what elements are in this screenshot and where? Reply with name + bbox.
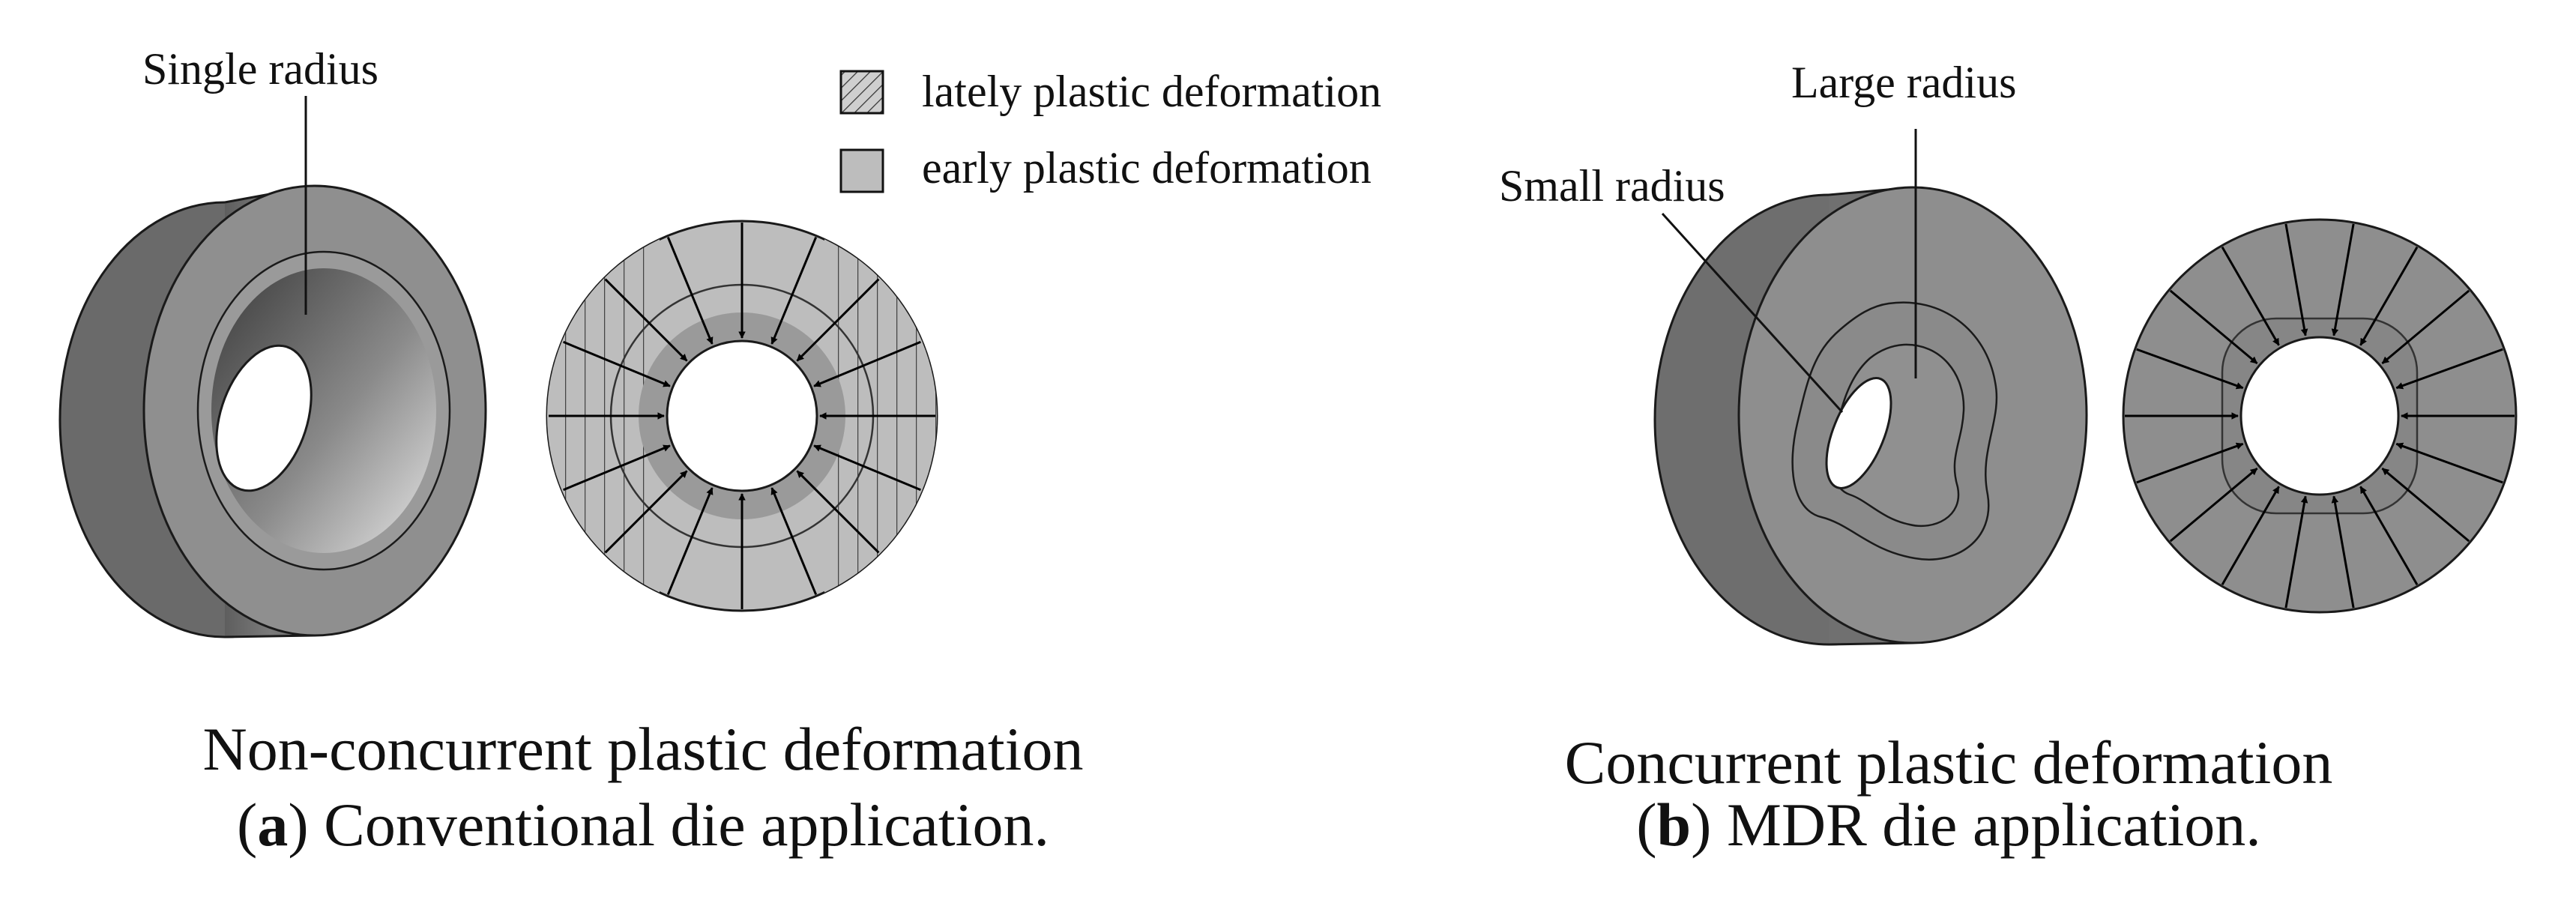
pressure-arrow: [604, 470, 688, 554]
pressure-arrow: [770, 237, 818, 345]
section-b-bore: [2239, 336, 2400, 496]
pressure-arrow: [2284, 495, 2308, 608]
pressure-arrow: [2359, 486, 2419, 585]
caption-a-text: Conventional die application.: [309, 791, 1049, 859]
pressure-arrow: [2381, 289, 2470, 365]
caption-b-text: MDR die application.: [1711, 791, 2260, 859]
section-a-bore: [666, 339, 818, 492]
pressure-arrow: [2331, 495, 2355, 608]
die-a-hole: [215, 344, 313, 492]
legend-label-lately: lately plastic deformation: [922, 67, 1381, 116]
pressure-arrow: [2221, 247, 2280, 346]
section-b-pressure-arrows: [2125, 223, 2515, 608]
pressure-arrow: [666, 237, 714, 345]
label-large-radius: Large radius: [1791, 58, 2016, 107]
pressure-arrow: [2136, 348, 2244, 390]
caption-b-line2: (b) MDR die application.: [1636, 791, 2261, 859]
caption-b-line1: Concurrent plastic deformation: [1565, 728, 2333, 797]
pressure-arrow: [796, 470, 880, 554]
pressure-arrow: [2395, 348, 2503, 390]
legend: lately plastic deformation early plastic…: [839, 67, 1381, 193]
pressure-arrow: [2381, 467, 2470, 543]
conventional-die-3d: [58, 184, 487, 638]
caption-a-line1: Non-concurrent plastic deformation: [203, 715, 1084, 783]
callout-small-radius: Small radius: [1499, 161, 1844, 414]
pressure-arrow: [813, 340, 921, 387]
pressure-arrow: [2284, 223, 2308, 336]
pressure-arrow: [666, 487, 714, 595]
pressure-arrow: [2169, 467, 2258, 543]
pressure-arrow: [770, 487, 818, 595]
pressure-arrow: [2331, 223, 2355, 336]
pressure-arrow: [2221, 486, 2280, 585]
label-small-radius: Small radius: [1499, 161, 1725, 211]
pressure-arrow: [604, 278, 688, 362]
pressure-arrow: [2136, 442, 2244, 484]
section-mdr: [2122, 218, 2518, 614]
mdr-die-3d: [1653, 186, 2088, 646]
callout-large-radius: Large radius: [1791, 58, 2016, 378]
pressure-arrow: [2359, 247, 2419, 346]
legend-label-early: early plastic deformation: [922, 143, 1372, 193]
pressure-arrow: [563, 340, 671, 387]
section-conventional: [546, 220, 938, 612]
die-b-hole: [1825, 377, 1892, 489]
section-a-pressure-arrows: [549, 223, 935, 609]
pressure-arrow: [796, 278, 880, 362]
legend-swatch-early: [839, 148, 884, 193]
pressure-arrow: [563, 444, 671, 492]
callout-single-radius: Single radius: [142, 44, 378, 315]
pressure-arrow: [2169, 289, 2258, 365]
caption-a-letter: a: [257, 791, 288, 859]
pressure-arrow: [2395, 442, 2503, 484]
caption-a-line2: (a) Conventional die application.: [237, 791, 1049, 859]
legend-swatch-lately: [839, 70, 884, 115]
label-single-radius: Single radius: [142, 44, 378, 94]
caption-b-letter: b: [1657, 791, 1692, 859]
pressure-arrow: [813, 444, 921, 492]
